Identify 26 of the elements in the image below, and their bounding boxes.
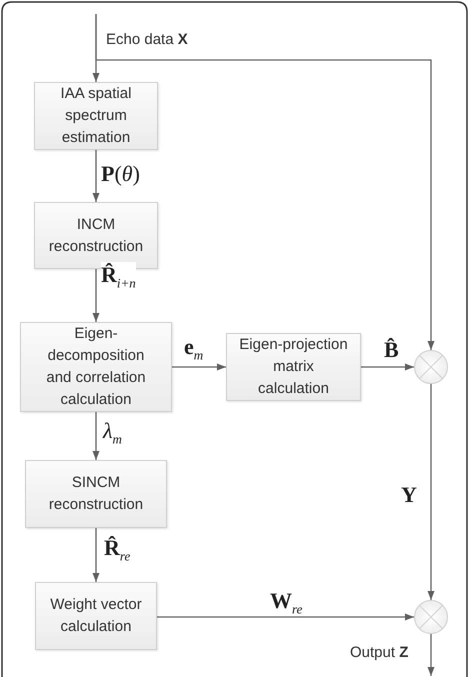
arrow <box>92 269 100 322</box>
multiplier-circle <box>414 600 448 634</box>
edge-label: R̂$_{i+n}$ <box>101 262 136 288</box>
arrow <box>361 364 414 370</box>
process-box <box>34 82 158 150</box>
arrow <box>428 384 434 600</box>
edge-label: Output Z <box>350 644 408 662</box>
box-label: Weight vector calculation <box>49 595 143 637</box>
process-box <box>25 460 167 528</box>
arrow <box>92 150 100 202</box>
box-label: Eigen-decomposition and correlation calculation <box>45 324 147 410</box>
process-box <box>20 322 172 412</box>
arrow <box>92 412 100 460</box>
multiplier-circle <box>414 350 448 384</box>
arrow <box>92 528 100 582</box>
box-label: IAA spatial spectrum estimation <box>60 84 132 148</box>
arrow <box>428 634 434 676</box>
box-label: INCM reconstruction <box>48 214 144 256</box>
arrow <box>95 14 434 350</box>
box-label: Eigen-projection matrix calculation <box>238 335 349 399</box>
process-box <box>226 333 361 401</box>
box-label: SINCM reconstruction <box>48 473 144 515</box>
process-box <box>35 582 157 650</box>
edge-label: R̂$_{re}$ <box>104 535 130 561</box>
arrow <box>157 614 414 620</box>
arrow <box>172 364 226 370</box>
